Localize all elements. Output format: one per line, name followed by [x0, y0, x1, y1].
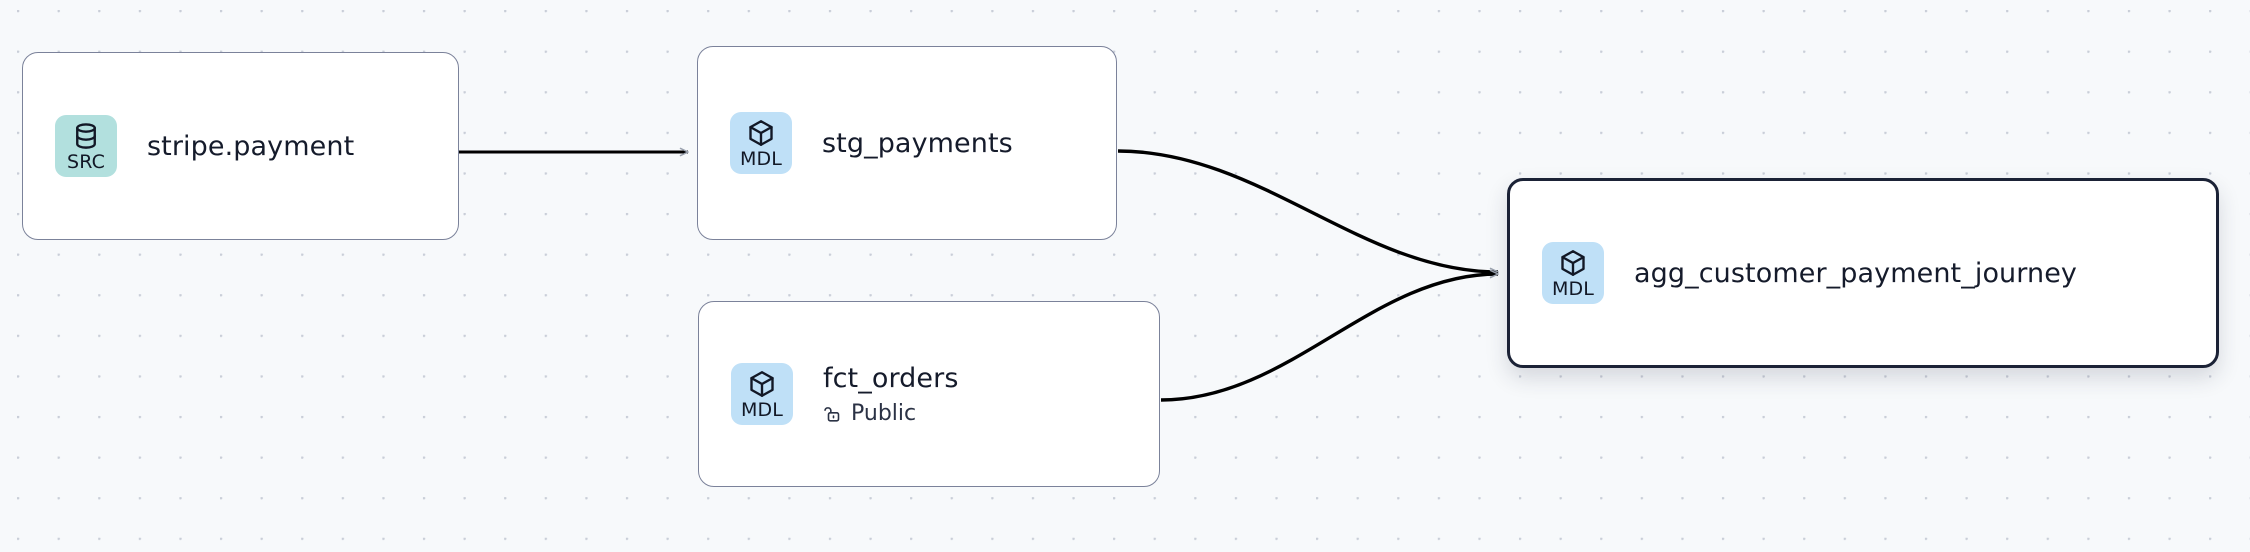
badge-label: MDL [1552, 277, 1594, 300]
cube-icon [1558, 248, 1588, 278]
node-stripe-payment[interactable]: SRC stripe.payment [22, 52, 459, 240]
database-icon [71, 121, 101, 151]
node-body: stripe.payment [147, 130, 354, 163]
node-title: stg_payments [822, 127, 1013, 159]
badge-label: MDL [741, 398, 783, 421]
node-visibility: Public [823, 401, 959, 427]
cube-icon [747, 369, 777, 399]
node-fct-orders[interactable]: MDL fct_orders Public [698, 301, 1160, 487]
badge-label: SRC [67, 150, 105, 173]
badge-src: SRC [55, 115, 117, 177]
badge-mdl: MDL [730, 112, 792, 174]
node-body: fct_orders Public [823, 362, 959, 427]
badge-mdl: MDL [731, 363, 793, 425]
node-agg-customer-payment-journey[interactable]: MDL agg_customer_payment_journey [1507, 178, 2219, 368]
node-title: agg_customer_payment_journey [1634, 257, 2077, 289]
node-visibility-label: Public [851, 400, 917, 426]
node-title: stripe.payment [147, 130, 355, 162]
edge-stg-payments-to-agg-customer-payment-journey [1117, 149, 1499, 277]
badge-mdl: MDL [1542, 242, 1604, 304]
badge-label: MDL [740, 147, 782, 170]
cube-icon [746, 118, 776, 148]
node-body: agg_customer_payment_journey [1634, 257, 2077, 290]
unlock-icon [823, 404, 843, 424]
node-title: fct_orders [823, 362, 959, 394]
node-stg-payments[interactable]: MDL stg_payments [697, 46, 1117, 240]
node-body: stg_payments [822, 127, 1013, 160]
edge-fct-orders-to-agg-customer-payment-journey [1160, 269, 1499, 402]
